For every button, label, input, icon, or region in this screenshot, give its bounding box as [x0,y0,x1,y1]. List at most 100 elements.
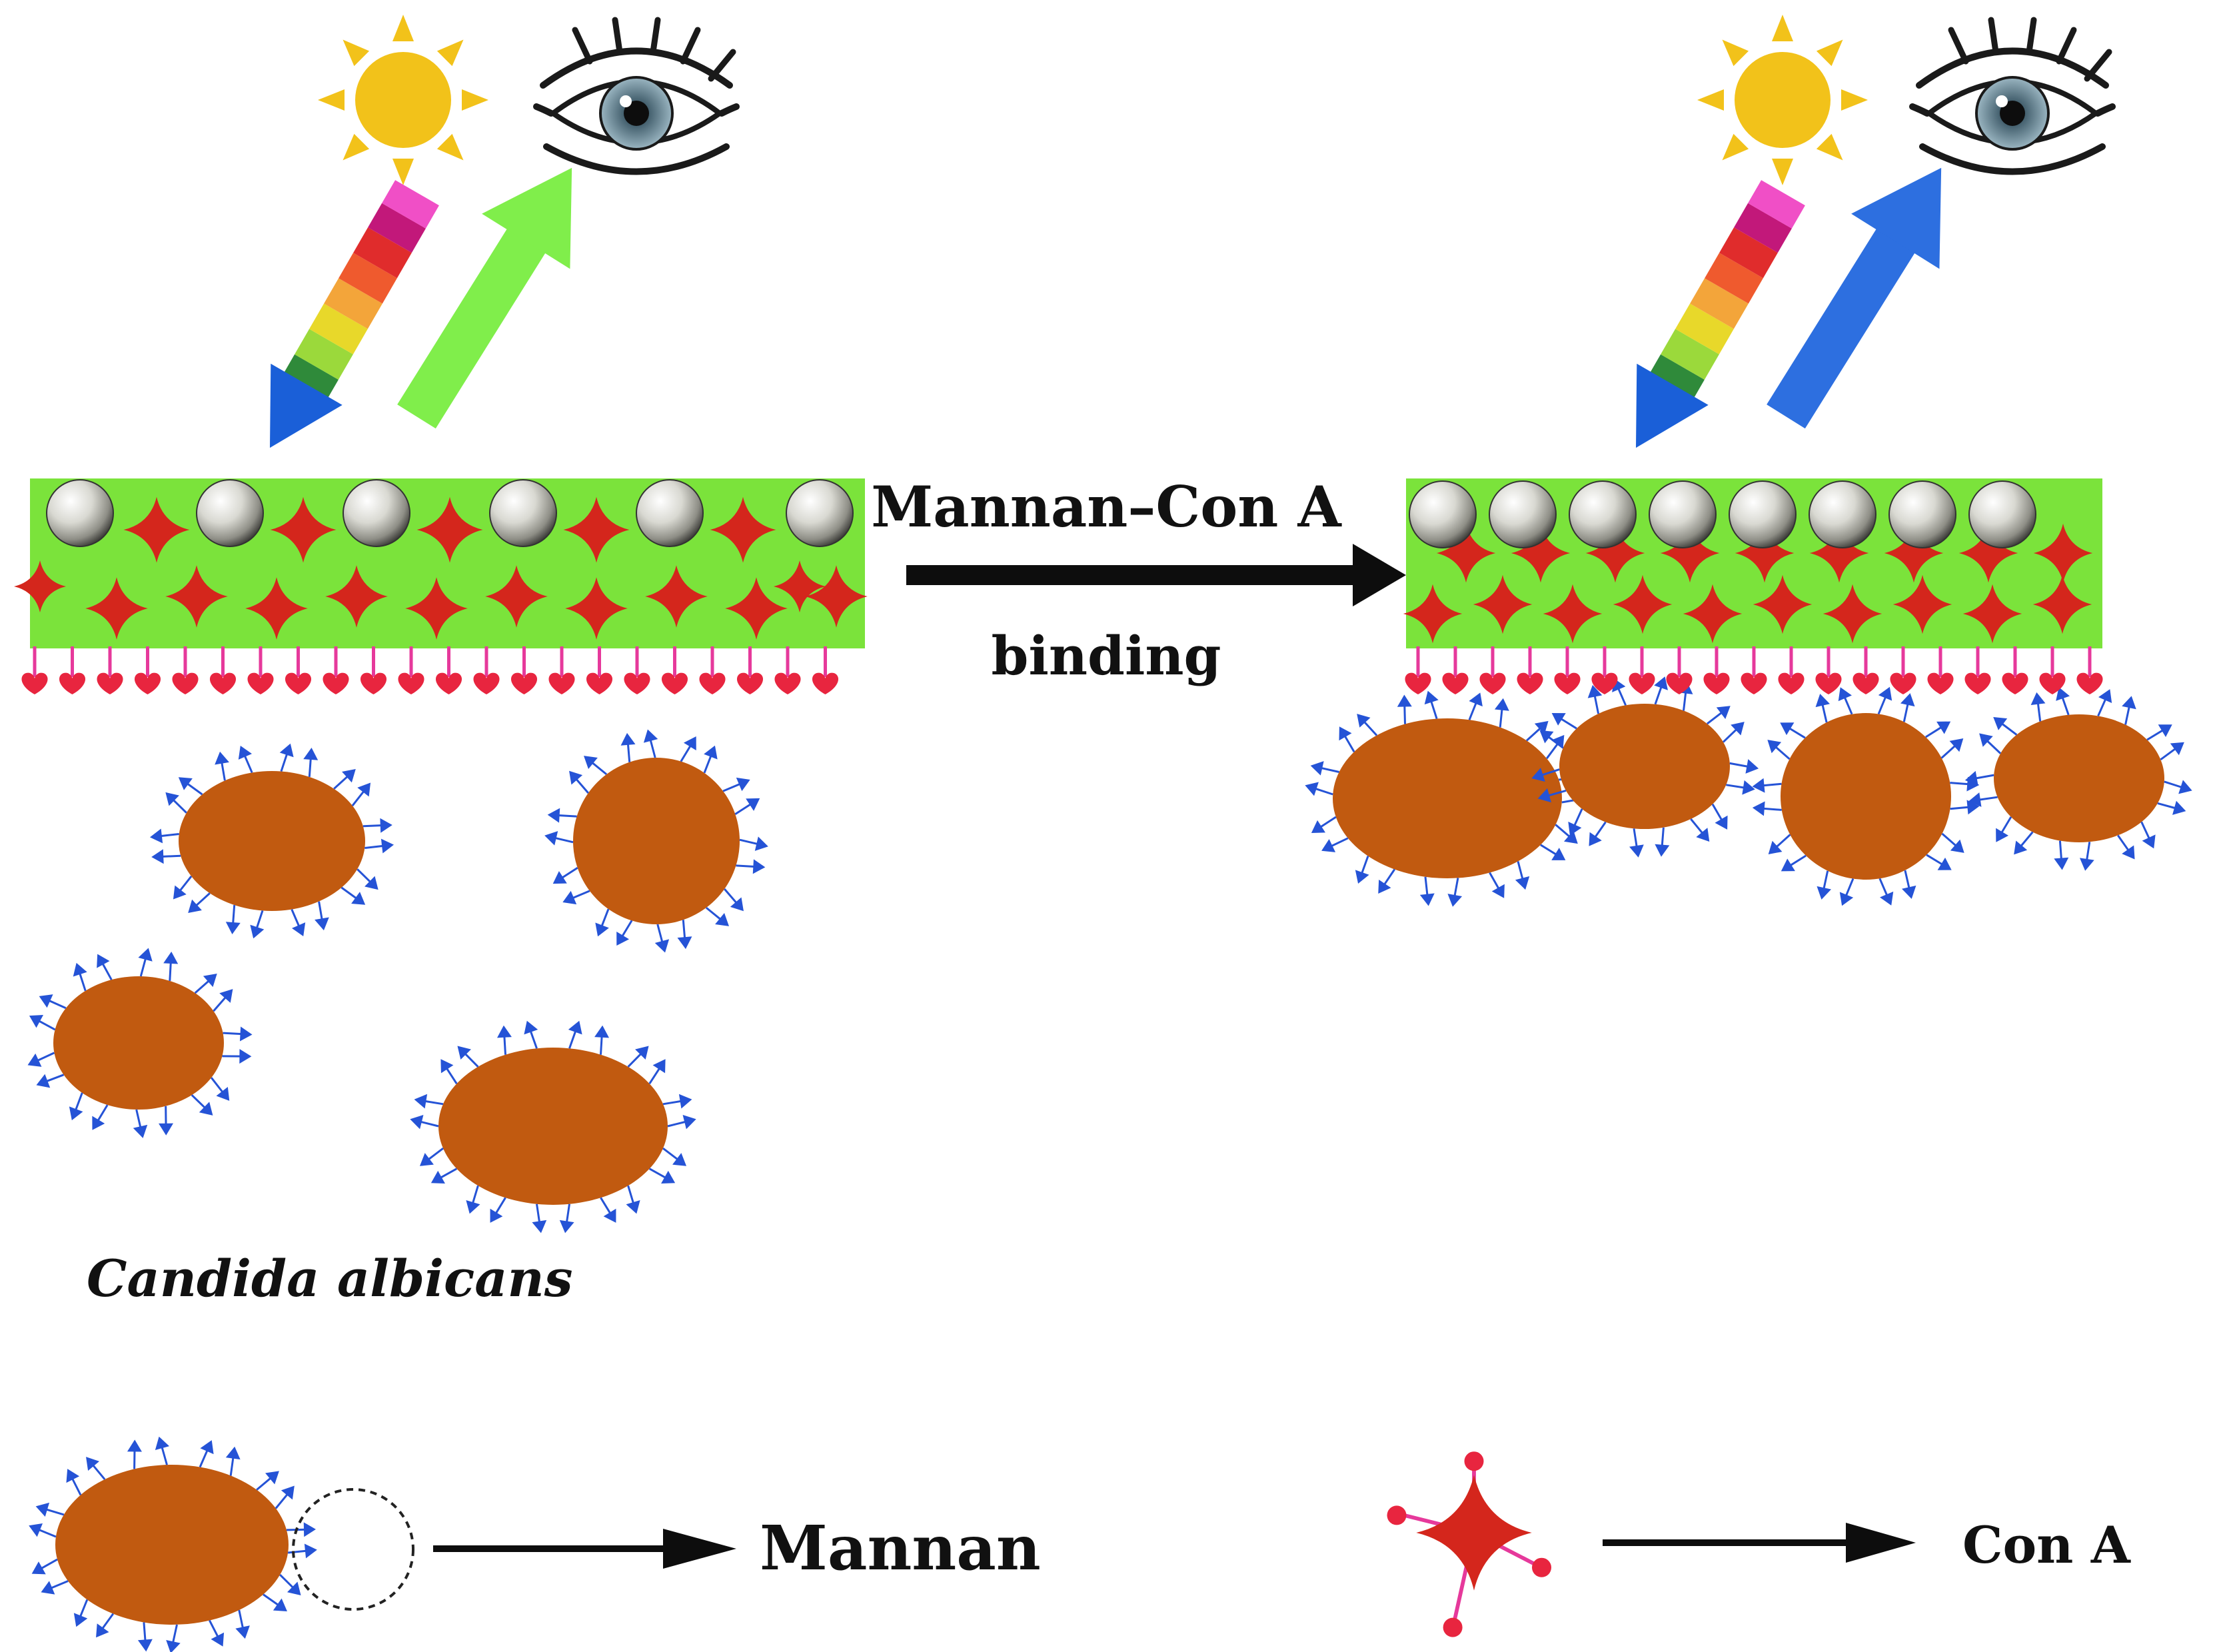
mannan-spike [286,1541,319,1561]
legend-candida-cell [25,1433,319,1652]
nanosphere [1409,480,1477,548]
con-a-receptor [323,646,349,694]
con-a-receptor [1517,646,1543,694]
mannan-spike [407,1111,442,1135]
mannan-spike [1491,696,1512,730]
con-a-receptor [473,646,499,694]
reflection-arrow-icon [1741,140,1986,444]
con-a-receptor [624,646,650,694]
con-a-receptor [511,646,537,694]
mannan-spike [592,1024,611,1056]
right-panel [1301,15,2196,910]
candida-cell [1751,683,1981,910]
con-a-receptor [1927,646,1953,694]
mannan-spike [273,740,299,775]
cell-body [1333,718,1562,878]
mannan-spike [730,791,765,822]
nanosphere [1729,480,1797,548]
photonic-film-after [1403,478,2102,648]
con-a-receptor [1442,646,1468,694]
mannan-spike [128,1107,151,1141]
con-a-receptor [1890,646,1916,694]
mannan-spike [696,742,723,777]
con-a-receptor [285,646,311,694]
mannan-spike [1301,777,1337,802]
mannan-spike [2160,773,2196,799]
photonic-film-before [14,478,868,648]
mannan-spike [285,1521,317,1539]
candida-cell [407,1017,699,1236]
mannan-spike [311,899,333,933]
free-candida-cells [23,726,771,1236]
mannan-spike [2076,840,2098,873]
con-a-receptor [1703,646,1729,694]
mannan-spike [1896,690,1918,725]
nanosphere [1569,480,1637,548]
mannan-spike [211,749,233,783]
con-a-receptor [135,646,161,694]
mannan-spike [64,1089,91,1124]
mannan-spike [25,1008,60,1038]
legend-con-a: Con A [1387,1451,2131,1637]
nanosphere [636,479,704,547]
left-panel [14,15,868,1236]
mannan-spike [301,746,320,779]
con-a-receptor [361,646,386,694]
mannan-spike [284,905,311,940]
nanosphere [1809,480,1876,548]
mannan-spike [1751,799,1784,818]
mannan-spike [660,1091,694,1113]
mannan-spike [609,916,640,951]
mannan-spike [1896,868,1920,902]
nanosphere [343,479,410,547]
con-a-icon [1387,1451,1551,1637]
mannan-spike [1350,852,1376,888]
mannan-spike [363,836,396,856]
mannan-spike [1417,875,1437,908]
mannan-spike [556,1202,578,1236]
con-a-receptor [2002,646,2028,694]
con-a-receptor [1778,646,1804,694]
con-a-receptor [398,646,424,694]
mannan-spike [161,950,180,982]
con-a-receptor [21,646,47,694]
cell-body [438,1048,668,1205]
nanosphere [489,479,557,547]
mannan-spike [461,1182,486,1218]
mannan-spike [2051,839,2071,872]
mannan-spike [546,806,578,825]
con-a-receptor [737,646,763,694]
mannan-spike [1371,864,1402,899]
mannan-spike [148,826,181,846]
candida-cell [1528,673,1761,860]
legend: Mannan Con A [25,1433,2131,1652]
con-a-receptor [2076,646,2102,694]
mannan-spike [518,1017,545,1052]
sun-icon [318,15,488,185]
con-a-receptor [1591,646,1617,694]
process-label-top: Mannan–Con A [871,474,1342,540]
con-a-receptor [1815,646,1841,694]
reflection-arrow-icon [372,140,616,444]
con-a-receptor [1405,646,1431,694]
mannan-spike [221,1024,254,1043]
mannan-spike [736,831,771,855]
candida-cell [23,945,254,1141]
con-a-receptor [699,646,725,694]
mannan-spike [1461,688,1489,724]
con-a-anchor-row-after [1405,646,2102,694]
con-a-receptor [548,646,574,694]
candida-cell [542,726,771,956]
mannan-spike [542,827,576,851]
con-a-receptor [812,646,838,694]
mannan-spike [1653,826,1672,858]
candida-cell [1301,687,1593,910]
mannan-spike [133,945,157,980]
mannan-spike [1482,868,1512,903]
mannan-spike [412,1091,446,1113]
mannan-spike [674,918,694,951]
organism-label: Candida albicans [87,1249,573,1308]
nanosphere [1888,480,1956,548]
mannan-spike [126,1438,143,1471]
con-a-receptor [97,646,123,694]
